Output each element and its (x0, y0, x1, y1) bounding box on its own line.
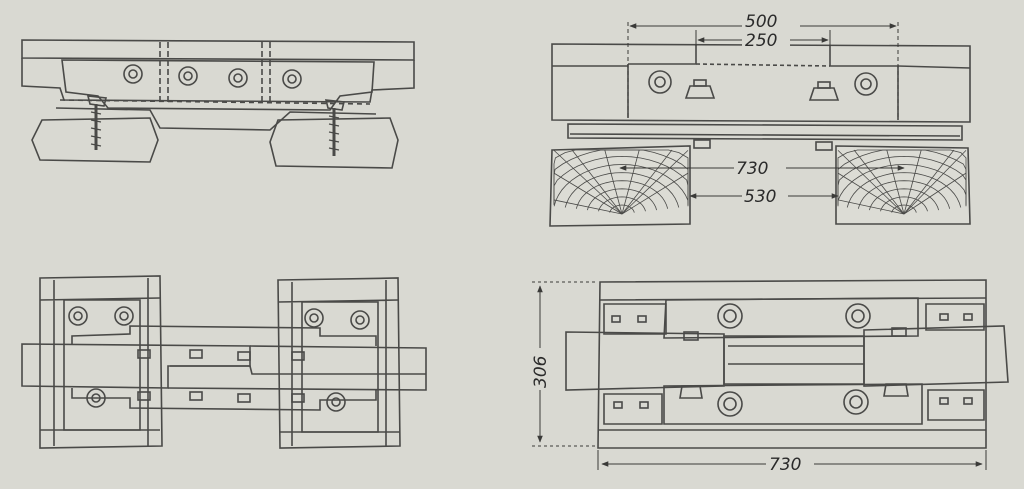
plan-rail-gap (723, 335, 865, 385)
wood-grain-ring (891, 204, 917, 213)
bolt-head (123, 64, 143, 84)
plan-nuts (137, 349, 305, 403)
wood-grain-ring (609, 204, 635, 213)
bolt-head (282, 69, 302, 89)
base-plate (55, 107, 377, 131)
fishplate (61, 59, 375, 111)
sleeper-left (31, 117, 159, 163)
plan-sleeper-right (277, 277, 401, 449)
wood-ray (903, 172, 967, 215)
rail-block (551, 43, 971, 123)
plan-fishplate-top (71, 325, 377, 346)
wood-grain-ring (553, 155, 689, 205)
wood-grain-ring (837, 164, 967, 207)
wood-ray (903, 149, 955, 215)
wood-ray (553, 199, 623, 215)
wood-ray (553, 150, 623, 215)
plan-fishplate-upper (663, 297, 919, 339)
bolt-head (178, 66, 198, 86)
wood-ray (621, 149, 673, 215)
wood-ray (886, 149, 905, 215)
wood-grain-ring (846, 172, 962, 208)
wood-ray (553, 172, 623, 215)
dim-label-500: 500 (745, 12, 777, 32)
sleeper-right (269, 117, 399, 169)
plan-fishplate-lower (663, 383, 923, 425)
dim-label-530: 530 (744, 187, 776, 207)
wood-ray (903, 150, 967, 215)
wood-grain-ring (553, 164, 689, 207)
wood-ray (621, 172, 689, 215)
sleeper-end-grain-left (549, 145, 691, 227)
wood-ray (604, 149, 623, 215)
wood-grain-ring (598, 196, 646, 212)
bolt-head (228, 68, 248, 88)
spike-right (324, 99, 345, 156)
wood-grain-ring (857, 180, 951, 209)
plan-rail-a (565, 331, 725, 391)
plan-rail-right (167, 345, 427, 391)
wood-grain-ring (564, 172, 680, 208)
dim-label-306: 306 (531, 355, 551, 388)
dim-label-bg (742, 12, 800, 32)
sleeper-end-grain-right (835, 145, 971, 225)
plan-view-left (21, 275, 427, 449)
wood-ray (621, 149, 640, 215)
plan-fishplate-bottom (71, 388, 377, 411)
wood-grain-ring (869, 188, 939, 211)
wood-ray (853, 149, 905, 215)
wood-ray (571, 149, 623, 215)
side-elevation-view (21, 39, 415, 169)
dim-label-250: 250 (745, 31, 777, 51)
wood-ray (837, 199, 905, 215)
base-plates (567, 123, 963, 141)
dim-label-730-bottom: 730 (769, 455, 801, 475)
wood-grain-ring (880, 196, 928, 212)
section-bolts (648, 70, 878, 101)
rail-body (21, 39, 415, 61)
plan-sleeper-left (39, 275, 163, 449)
wood-ray (837, 150, 905, 215)
wood-ray (837, 172, 905, 215)
wood-grain-ring (575, 180, 669, 209)
wood-grain-ring (587, 188, 657, 211)
dim-label-730-top: 730 (736, 159, 768, 179)
rail-web (21, 58, 415, 103)
fishplate-outline (627, 44, 899, 120)
wood-ray (621, 150, 689, 215)
wood-ray (903, 149, 922, 215)
plan-sleeper-wide (597, 279, 987, 449)
plan-view-right (565, 279, 1009, 449)
rail-foot-hidden-line (59, 99, 371, 105)
spike-left (86, 95, 107, 150)
fishplate-bolts (123, 64, 302, 89)
